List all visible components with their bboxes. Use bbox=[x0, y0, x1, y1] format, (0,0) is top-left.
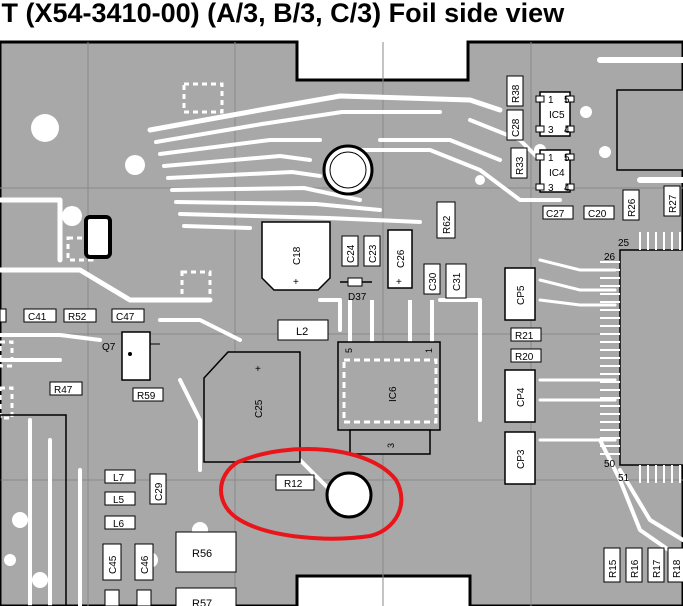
qfp-pin51: 51 bbox=[618, 473, 630, 484]
ic5-label: IC5 bbox=[549, 110, 565, 121]
q7-component: Q7 bbox=[102, 331, 160, 381]
ic5-pin3: 3 bbox=[548, 125, 554, 136]
ic4-pin3: 3 bbox=[548, 183, 554, 194]
r38-label: R38 bbox=[511, 84, 522, 103]
qfp-ic: 25 26 50 51 bbox=[600, 232, 683, 484]
c25-component: C25 + bbox=[203, 351, 301, 463]
ic5-pin4: 4 bbox=[564, 125, 570, 136]
r12-hole bbox=[325, 471, 373, 519]
traces bbox=[0, 57, 683, 606]
c41-label: C41 bbox=[28, 312, 47, 323]
l2-label: L2 bbox=[296, 326, 308, 338]
ic5-component: 1 5 IC5 3 4 bbox=[535, 91, 575, 137]
c47-label: C47 bbox=[116, 312, 135, 323]
r56-label: R56 bbox=[192, 548, 212, 560]
r16-label: R16 bbox=[630, 559, 641, 578]
cp5-label: CP5 bbox=[516, 285, 527, 305]
ic6-label: IC6 bbox=[388, 386, 399, 402]
c18-label: C18 bbox=[292, 246, 303, 265]
round-pads bbox=[4, 106, 611, 588]
top-right-connector bbox=[616, 89, 683, 171]
d37-component: D37 bbox=[340, 277, 372, 303]
r59-label: R59 bbox=[137, 391, 156, 402]
c29-label: C29 bbox=[154, 482, 165, 501]
r33-label: R33 bbox=[515, 156, 526, 175]
cp4-component: CP4 bbox=[504, 369, 536, 423]
cp4-label: CP4 bbox=[516, 387, 527, 407]
cp3-component: CP3 bbox=[504, 431, 536, 485]
r26-label: R26 bbox=[627, 198, 638, 217]
c28-label: C28 bbox=[511, 118, 522, 137]
l7-label: L7 bbox=[113, 473, 125, 484]
c18-component: C18 + bbox=[261, 221, 331, 291]
c46-label: C46 bbox=[140, 555, 151, 574]
pad-squares bbox=[0, 82, 224, 420]
r57-label: R57 bbox=[192, 598, 212, 606]
diagram-title: IT (X54-3410-00) (A/3, B/3, C/3) Foil si… bbox=[0, 0, 565, 28]
c27-label: C27 bbox=[546, 209, 565, 220]
r47-label: R47 bbox=[54, 385, 73, 396]
c25-plus: + bbox=[255, 364, 261, 375]
c20-label: C20 bbox=[588, 209, 607, 220]
d37-label: D37 bbox=[348, 292, 367, 303]
r12-label: R12 bbox=[284, 479, 303, 490]
c25-label: C25 bbox=[254, 399, 265, 418]
c45-label: C45 bbox=[108, 555, 119, 574]
l6-label: L6 bbox=[113, 519, 125, 530]
r20-label: R20 bbox=[515, 352, 534, 363]
horizontal-parts: C27 C20 C41 R52 C47 R47 R59 R21 R20 R12 … bbox=[0, 205, 615, 606]
r62-label: R62 bbox=[442, 215, 453, 234]
c23-label: C23 bbox=[368, 244, 379, 263]
c24-label: C24 bbox=[346, 244, 357, 263]
vertical-resistors: R38 C28 R33 R26 R27 R62 C24 C23 C30 C31 … bbox=[102, 75, 683, 606]
ic6-pin3: 3 bbox=[386, 443, 396, 448]
ic6-pin5: 5 bbox=[344, 348, 354, 353]
connector-pad bbox=[84, 215, 112, 259]
r17-label: R17 bbox=[652, 559, 663, 578]
qfp-pin50: 50 bbox=[604, 459, 616, 470]
ic6-pin1: 1 bbox=[424, 348, 434, 353]
qfp-pin25: 25 bbox=[618, 238, 630, 249]
qfp-pin26: 26 bbox=[604, 252, 616, 263]
cp3-label: CP3 bbox=[516, 449, 527, 469]
c31-label: C31 bbox=[452, 272, 463, 291]
q7-label: Q7 bbox=[102, 342, 116, 353]
ic4-pin4: 4 bbox=[564, 183, 570, 194]
r52-label: R52 bbox=[68, 312, 87, 323]
ic4-pin1: 1 bbox=[548, 153, 554, 164]
mounting-hole-inner bbox=[329, 151, 367, 189]
r18-label: R18 bbox=[672, 559, 683, 578]
l5-label: L5 bbox=[113, 495, 125, 506]
r15-label: R15 bbox=[608, 559, 619, 578]
c26-component: C26 + bbox=[387, 229, 413, 289]
ic5-pin1: 1 bbox=[548, 95, 554, 106]
r21-label: R21 bbox=[515, 331, 534, 342]
cp5-component: CP5 bbox=[504, 267, 536, 321]
c18-plus: + bbox=[293, 277, 299, 288]
ic4-label: IC4 bbox=[549, 168, 565, 179]
ic6-component: 5 1 IC6 3 bbox=[337, 300, 441, 455]
red-highlight-circle bbox=[219, 447, 404, 541]
ic4-pin5: 5 bbox=[564, 153, 570, 164]
r27-label: R27 bbox=[668, 194, 679, 213]
ic4-component: 1 5 IC4 3 4 bbox=[535, 149, 575, 194]
c26-plus: + bbox=[396, 277, 402, 288]
c26-label: C26 bbox=[396, 249, 407, 268]
ic5-pin5: 5 bbox=[564, 95, 570, 106]
left-edge-box bbox=[0, 414, 67, 606]
c30-label: C30 bbox=[428, 272, 439, 291]
